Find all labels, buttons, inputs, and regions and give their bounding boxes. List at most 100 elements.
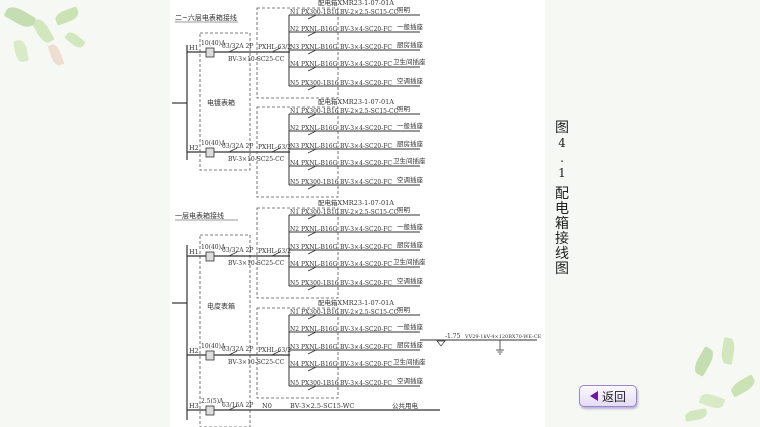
feeder-cable: BV-3×10-SC25-CC [228, 56, 285, 63]
left-triangle-icon [589, 391, 598, 401]
branch-switch-icon [307, 49, 317, 55]
branch-switch-icon [307, 385, 317, 391]
meter-box [199, 32, 251, 171]
breaker-rating: 63/32A 2P [222, 346, 253, 353]
branch-cable: BV-2×2.5-SC15-CC [340, 209, 399, 216]
caption-char: 接 [555, 231, 569, 247]
branch-switch-icon [307, 331, 317, 337]
branch-load: 一般插座 [397, 222, 424, 231]
branch-cable: BV-3×4-SC20-FC [340, 344, 392, 351]
branch-switch-icon [307, 366, 317, 372]
branch-cable: BV-2×2.5-SC15-CC [340, 309, 399, 316]
panel-switch-icon [271, 251, 281, 257]
branch-switch-icon [307, 148, 317, 154]
branch-device: N2 PXNL-B16G [290, 125, 338, 132]
feeder-id: H2 [189, 144, 199, 152]
panel-switch-icon [271, 147, 281, 153]
caption-char: 箱 [555, 216, 569, 232]
branch-cable: BV-2×2.5-SC15-CC [340, 108, 399, 115]
branch-switch-icon [307, 31, 317, 37]
common-cable: BV-3×2.5-SC15-WC [290, 402, 354, 410]
branch-device: N3 PXNL-B16G [290, 244, 338, 251]
breaker-rating: 63/32A 2P [222, 143, 253, 150]
branch-switch-icon [307, 130, 317, 136]
branch-load: 照明 [397, 105, 411, 113]
branch-cable: BV-3×4-SC20-FC [340, 280, 392, 287]
branch-cable: BV-3×4-SC20-FC [340, 80, 392, 87]
branch-cable: BV-3×4-SC20-FC [340, 226, 392, 233]
breaker-rating: 63/32A 2P [222, 247, 253, 254]
branch-cable: BV-3×4-SC20-FC [340, 179, 392, 186]
branch-switch-icon [307, 85, 317, 91]
feeder-id: H1 [189, 44, 199, 52]
caption-char: 电 [555, 201, 569, 217]
meter-box [199, 234, 251, 427]
branch-device: N1 PX300-1B16 [290, 108, 339, 115]
feeder-cable: BV-3×10-SC25-CC [228, 260, 285, 267]
branch-cable: BV-3×4-SC20-FC [340, 26, 392, 33]
branch-device: N2 PXNL-B16G [290, 326, 338, 333]
branch-device: N1 PX300-1B10 [290, 9, 339, 16]
branch-load: 卫生间插座 [393, 357, 426, 366]
branch-cable: BV-3×4-SC20-FC [340, 125, 392, 132]
branch-switch-icon [307, 184, 317, 190]
incoming-cable-label: VV29-1kV-4×120BX70-WE-CE [464, 334, 542, 340]
meter-icon [205, 350, 215, 361]
branch-device: N3 PXNL-B16G [290, 143, 338, 150]
branch-cable: BV-3×4-SC20-FC [340, 380, 392, 387]
branch-load: 厨房插座 [397, 40, 424, 49]
branch-device: N4 PXNL-B16G [290, 61, 338, 68]
branch-load: 照明 [397, 306, 411, 314]
branch-load: 卫生间插座 [393, 156, 426, 165]
elevation-label: -1.75 [445, 333, 461, 340]
meter-box-label: 电镀表箱 [207, 98, 235, 107]
meter-rating: 10(40)A [201, 244, 226, 251]
distribution-box-label: 配电箱XMR23-1-07-01A [318, 0, 394, 7]
feeder-id: H3 [189, 402, 199, 410]
panel-breaker: PXHL-63/2 [258, 347, 291, 354]
feeder-cable: BV-3×10-SC25-CC [228, 156, 285, 163]
branch-cable: BV-3×4-SC20-FC [340, 61, 392, 68]
branch-cable: BV-3×4-SC20-FC [340, 44, 392, 51]
branch-load: 厨房插座 [397, 240, 424, 249]
panel-breaker: PXHL-63/2 [258, 44, 291, 51]
branch-device: N1 PX300-1B16 [290, 309, 339, 316]
branch-switch-icon [307, 214, 317, 220]
breaker-switch-icon [228, 251, 238, 257]
branch-load: 照明 [397, 206, 411, 214]
distribution-box-label: 配电箱XMR23-1-07-01A [318, 97, 394, 106]
caption-char: . [560, 151, 564, 165]
branch-device: N4 PXNL-B16G [290, 361, 338, 368]
branch-load: 厨房插座 [397, 340, 424, 349]
branch-device: N2 PXNL-B16G [290, 226, 338, 233]
caption-char: 线 [555, 246, 569, 262]
meter-box-label: 电度表箱 [207, 302, 235, 311]
common-load: 公共用电 [392, 401, 419, 410]
feeder-id: H1 [189, 248, 199, 256]
branch-switch-icon [307, 14, 317, 20]
branch-device: N4 PXNL-B16G [290, 261, 338, 268]
back-button[interactable]: 返回 [579, 385, 637, 407]
back-button-label: 返回 [601, 389, 626, 404]
branch-load: 空调插座 [397, 76, 424, 85]
breaker-rating: 63/16A 2P [222, 402, 253, 409]
branch-device: N5 PX300-1B16 [290, 280, 339, 287]
caption-char: 配 [555, 186, 569, 202]
branch-load: 卫生间插座 [393, 57, 426, 66]
branch-switch-icon [307, 266, 317, 272]
branch-switch-icon [307, 231, 317, 237]
distribution-box [256, 106, 339, 198]
branch-switch-icon [307, 285, 317, 291]
branch-load: 照明 [397, 6, 411, 14]
panel-switch-icon [271, 350, 281, 356]
branch-cable: BV-3×4-SC20-FC [340, 160, 392, 167]
branch-device: N3 PXNL-B16G [290, 344, 338, 351]
distribution-box-label: 配电箱XMR23-1-07-01A [318, 298, 394, 307]
branch-switch-icon [307, 349, 317, 355]
branch-device: N5 PX300-1B16 [290, 179, 339, 186]
panel-breaker: PXHL-63/2 [258, 248, 291, 255]
branch-switch-icon [307, 314, 317, 320]
